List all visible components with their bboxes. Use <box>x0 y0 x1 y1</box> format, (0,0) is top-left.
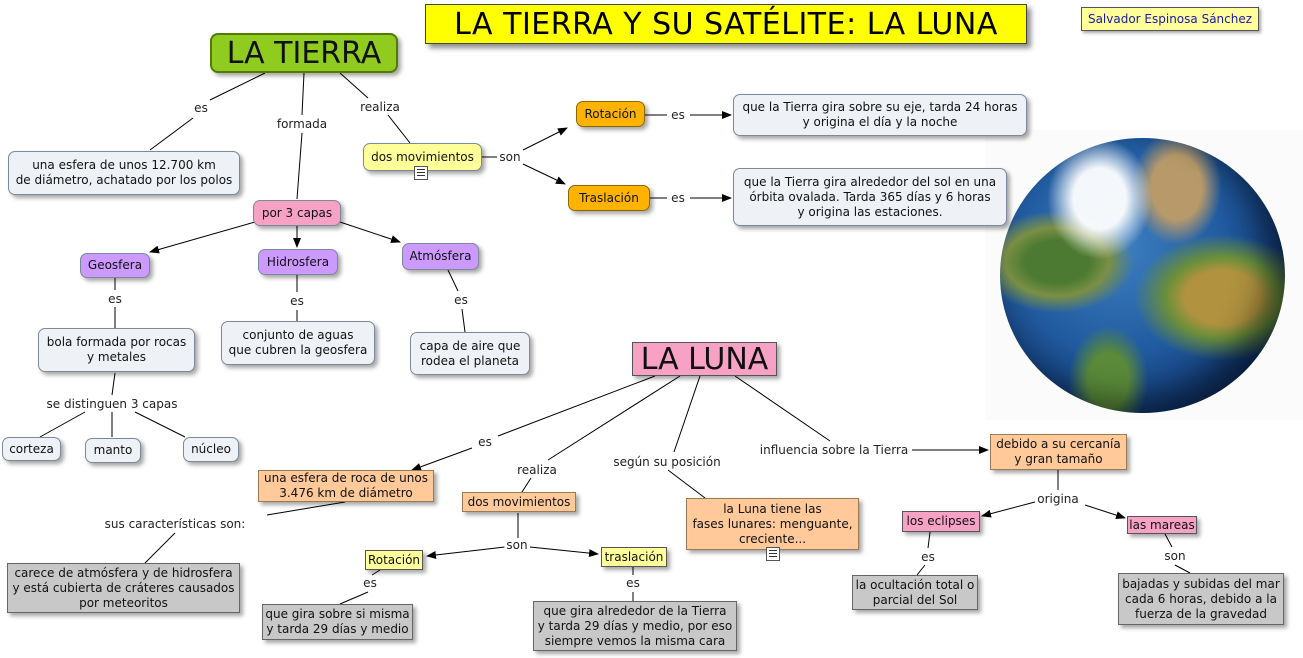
link-segun-fases <box>667 469 706 499</box>
node-traslacion-tierra[interactable]: Traslación <box>568 185 650 211</box>
node-tres-capas[interactable]: por 3 capas <box>253 200 341 226</box>
node-corteza[interactable]: corteza <box>2 437 61 461</box>
link-son-traslacion <box>522 163 566 185</box>
globe-sphere <box>1000 138 1285 413</box>
node-rotacion-luna[interactable]: Rotación <box>365 550 423 570</box>
link-origina-eclipses <box>981 501 1036 518</box>
label-influencia: influencia sobre la Tierra <box>757 443 911 457</box>
node-esfera-tierra[interactable]: una esfera de unos 12.700 km de diámetro… <box>8 151 240 195</box>
node-hidrosfera[interactable]: Hidrosfera <box>258 249 338 275</box>
label-es-rotacion-luna: es <box>361 576 379 590</box>
link-son-rotacion <box>522 127 568 151</box>
link-esferaluna-caract <box>266 501 346 516</box>
link-capas-geosfera <box>149 221 256 254</box>
link-es-eclipsesdesc <box>916 564 926 576</box>
label-realiza-luna: realiza <box>515 463 559 477</box>
label-es-rotacion: es <box>669 108 687 122</box>
link-luna-es <box>497 375 656 437</box>
link-rotluna-es <box>371 569 381 576</box>
node-nucleo[interactable]: núcleo <box>183 437 239 462</box>
main-title: LA TIERRA Y SU SATÉLITE: LA LUNA <box>425 4 1027 44</box>
node-mareas-desc[interactable]: bajadas y subidas del mar cada 6 horas, … <box>1118 573 1284 625</box>
label-es-tierra: es <box>192 101 210 115</box>
link-corteza <box>39 411 86 438</box>
node-atmosfera[interactable]: Atmósfera <box>402 243 479 270</box>
label-sus-caracteristicas: sus características son: <box>102 517 248 531</box>
node-hidrosfera-desc[interactable]: conjunto de aguas que cubren la geosfera <box>221 321 375 365</box>
link-caract-desc <box>144 532 176 564</box>
node-traslacion-desc[interactable]: que la Tierra gira alrededor del sol en … <box>733 168 1007 226</box>
label-es-traslacion-luna: es <box>624 576 642 590</box>
node-caracteristicas-luna[interactable]: carece de atmósfera y de hidrosfera y es… <box>7 563 240 613</box>
node-esfera-luna[interactable]: una esfera de roca de unos 3.476 km de d… <box>258 470 434 502</box>
link-eclipses-es <box>927 531 931 549</box>
label-realiza-tierra: realiza <box>358 100 402 114</box>
node-rotacion-tierra[interactable]: Rotación <box>576 101 645 127</box>
node-la-luna[interactable]: LA LUNA <box>632 342 777 376</box>
earth-globe-image <box>985 130 1303 420</box>
label-es-atmosfera: es <box>452 293 470 307</box>
node-fases-lunares[interactable]: la Luna tiene las fases lunares: menguan… <box>686 498 859 550</box>
link-es-esferaluna <box>411 447 473 471</box>
link-es-esfera <box>149 117 194 151</box>
link-tierra-formada <box>301 72 305 116</box>
link-es-atmodesc <box>461 308 466 333</box>
link-tierra-realiza <box>339 72 369 99</box>
label-formada: formada <box>274 117 330 131</box>
node-cercania[interactable]: debido a su cercanía y gran tamaño <box>990 434 1127 470</box>
node-rotacion-luna-desc[interactable]: que gira sobre si misma y tarda 29 días … <box>262 604 413 640</box>
label-origina: origina <box>1035 492 1081 506</box>
label-se-distinguen: se distinguen 3 capas <box>44 397 180 411</box>
link-nucleo <box>134 411 186 438</box>
link-son-mareasdesc <box>1174 564 1191 574</box>
link-luna-realiza <box>547 375 681 461</box>
label-es-luna: es <box>476 435 494 449</box>
link-geodesc-distinguen <box>111 372 116 396</box>
label-es-geosfera: es <box>106 292 124 306</box>
label-son-luna: son <box>504 538 530 552</box>
node-manto[interactable]: manto <box>85 438 141 463</box>
node-geosfera[interactable]: Geosfera <box>80 253 150 278</box>
node-traslacion-luna-desc[interactable]: que gira alrededor de la Tierra y tarda … <box>533 601 737 651</box>
author-label: Salvador Espinosa Sánchez <box>1081 7 1259 31</box>
link-formada-capas <box>296 132 303 200</box>
link-realiza-movimientos <box>387 114 411 144</box>
link-mareas-son <box>1164 533 1173 548</box>
node-geosfera-desc[interactable]: bola formada por rocas y metales <box>38 328 195 372</box>
link-realiza-dosmov <box>521 477 532 493</box>
link-son-trasluna <box>529 546 599 558</box>
document-icon[interactable] <box>766 547 780 561</box>
document-icon[interactable] <box>414 166 428 180</box>
label-es-eclipses: es <box>919 550 937 564</box>
link-luna-influencia <box>734 375 831 442</box>
label-segun-posicion: según su posición <box>611 455 723 469</box>
label-es-traslacion: es <box>669 191 687 205</box>
node-dos-movimientos-luna[interactable]: dos movimientos <box>462 492 576 512</box>
label-es-hidrosfera: es <box>288 294 306 308</box>
link-origina-mareas <box>1084 504 1126 520</box>
node-rotacion-desc[interactable]: que la Tierra gira sobre su eje, tarda 2… <box>733 94 1027 136</box>
link-es-rotlunadesc <box>339 591 369 605</box>
label-son-mareas: son <box>1162 549 1188 563</box>
node-la-tierra[interactable]: LA TIERRA <box>210 33 398 73</box>
node-atmosfera-desc[interactable]: capa de aire que rodea el planeta <box>410 332 530 375</box>
link-tierra-es <box>209 72 266 101</box>
link-atmo-es <box>447 269 459 292</box>
node-traslacion-luna[interactable]: traslación <box>601 547 667 567</box>
node-mareas[interactable]: las mareas <box>1127 516 1197 534</box>
node-eclipses-desc[interactable]: la ocultación total o parcial del Sol <box>852 575 978 610</box>
node-eclipses[interactable]: los eclipses <box>902 511 980 532</box>
link-luna-segun <box>673 375 701 453</box>
label-son-tierra: son <box>497 150 523 164</box>
link-son-rotluna <box>426 546 506 559</box>
link-capas-atmosfera <box>339 221 401 243</box>
